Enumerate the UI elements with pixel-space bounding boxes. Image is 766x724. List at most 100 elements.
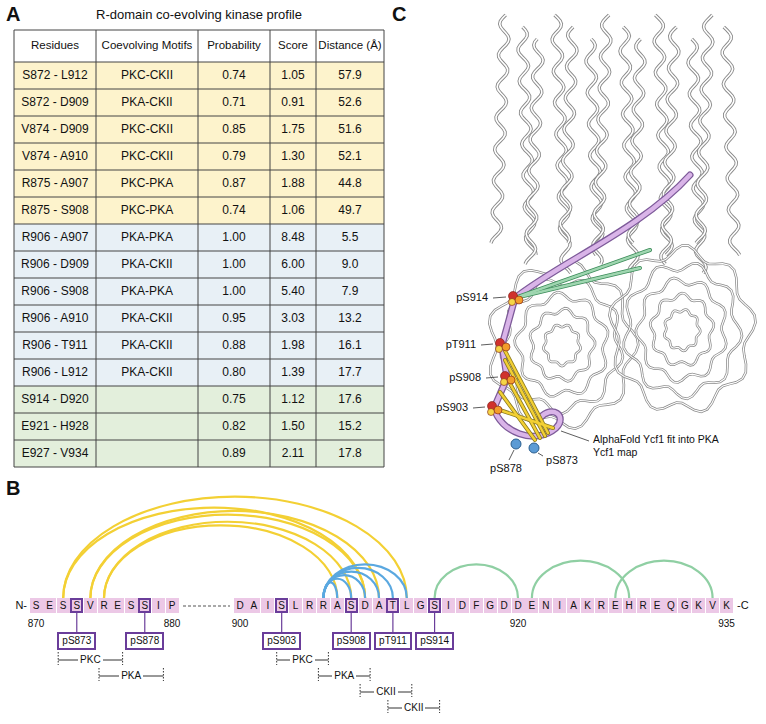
coevolution-arc xyxy=(63,497,407,598)
domain-outline xyxy=(650,293,714,365)
residue-box: S xyxy=(138,598,151,613)
site-label: pS878 xyxy=(488,462,524,475)
residue-number: 920 xyxy=(510,618,527,630)
table-rule xyxy=(14,332,384,333)
table-cell: V874 - D909 xyxy=(21,122,88,136)
residue-box: A xyxy=(567,598,580,613)
residue-box: S xyxy=(70,598,83,613)
helix-core xyxy=(593,15,611,264)
node-text: S xyxy=(73,600,80,611)
node-text: R xyxy=(639,600,646,611)
table-cell: S872 - L912 xyxy=(22,68,87,82)
table-cell: E921 - H928 xyxy=(21,419,88,433)
node-text: pS914 xyxy=(420,635,449,647)
helix-outline xyxy=(722,27,740,255)
table-cell: 0.75 xyxy=(222,392,245,406)
table-cell: 1.88 xyxy=(281,176,304,190)
table-cell: 1.12 xyxy=(281,392,304,406)
yellow-outline xyxy=(494,345,553,440)
site-connector xyxy=(351,613,352,632)
table-rule xyxy=(14,30,15,467)
table-header: Residues xyxy=(31,39,79,53)
node-text: S xyxy=(60,600,67,611)
table-rule xyxy=(14,440,384,441)
table-cell: R906 - S908 xyxy=(21,284,88,298)
terminus-label: N- xyxy=(15,599,27,612)
table-cell: PKA-CKII xyxy=(121,311,172,325)
node-text: F xyxy=(473,600,479,611)
helix-outline xyxy=(525,39,543,264)
node-text: A xyxy=(376,600,383,611)
table-row-bg xyxy=(14,413,384,440)
table-cell: V874 - A910 xyxy=(22,149,88,163)
helix-outline xyxy=(688,39,706,273)
table-cell: 13.2 xyxy=(338,311,361,325)
helix-core xyxy=(688,39,706,273)
table-cell: 0.74 xyxy=(222,68,245,82)
table-cell: 8.48 xyxy=(281,230,304,244)
table-cell: R906 - L912 xyxy=(22,365,88,379)
table-cell: 51.6 xyxy=(338,122,361,136)
node-text: I xyxy=(447,600,450,611)
node-text: pS878 xyxy=(130,635,159,647)
table-rule xyxy=(14,197,384,198)
table-rule xyxy=(14,30,384,31)
coevolution-arc xyxy=(323,572,379,598)
domain-core xyxy=(543,325,580,366)
helix-outline xyxy=(593,15,611,264)
residue-box: I xyxy=(261,598,274,613)
table-rule xyxy=(198,30,199,467)
table-cell: 5.40 xyxy=(281,284,304,298)
table-rule xyxy=(14,62,384,63)
phosphosite-box: pS873 xyxy=(57,632,96,650)
node-text: L xyxy=(293,600,299,611)
coevolution-arc xyxy=(532,561,629,598)
residue-box: S xyxy=(275,598,288,613)
table-cell: 3.03 xyxy=(281,311,304,325)
residue-box: I xyxy=(442,598,455,613)
node-text: R xyxy=(598,600,605,611)
site-label: pS914 xyxy=(454,291,490,304)
node-text: A xyxy=(570,600,577,611)
residue-box: S xyxy=(30,598,43,613)
node-text: E xyxy=(46,600,53,611)
table-cell: PKC-PKA xyxy=(121,203,174,217)
site-connector xyxy=(144,613,145,632)
residue-box: G xyxy=(484,598,497,613)
table-rule xyxy=(14,413,384,414)
node-text: G xyxy=(417,600,425,611)
table-cell: R906 - A907 xyxy=(22,230,89,244)
kinase-motif-label: PKC xyxy=(78,654,103,666)
table-cell: 1.98 xyxy=(281,338,304,352)
table-cell: S872 - D909 xyxy=(21,95,88,109)
residue-box: R xyxy=(303,598,316,613)
node-text: E xyxy=(114,600,121,611)
domain-core xyxy=(664,310,700,351)
residue-box: R xyxy=(98,598,111,613)
table-rule xyxy=(96,30,97,467)
table-cell: 57.9 xyxy=(338,68,361,82)
table-cell: 7.9 xyxy=(342,284,359,298)
node-text: D xyxy=(459,600,466,611)
node-text: V xyxy=(87,600,94,611)
table-cell: 0.95 xyxy=(222,311,245,325)
node-text: A xyxy=(334,600,341,611)
table-cell: PKA-PKA xyxy=(121,284,173,298)
table-cell: 49.7 xyxy=(338,203,361,217)
kinase-motif-label: CKII xyxy=(374,686,397,698)
domain-outline xyxy=(636,278,726,383)
table-cell: R906 - T911 xyxy=(22,338,88,352)
site-connector xyxy=(392,613,393,632)
site-connector xyxy=(281,613,282,632)
residue-box: D xyxy=(498,598,511,613)
table-row-bg xyxy=(14,89,384,116)
residue-box: N xyxy=(539,598,552,613)
phosphosite-box: pT911 xyxy=(374,632,412,650)
r-domain-outline xyxy=(494,175,690,436)
table-cell: 1.05 xyxy=(281,68,304,82)
node-text: R xyxy=(306,600,313,611)
table-cell: E927 - V934 xyxy=(22,446,89,460)
table-rule xyxy=(14,224,384,225)
table-header: Score xyxy=(278,39,308,53)
